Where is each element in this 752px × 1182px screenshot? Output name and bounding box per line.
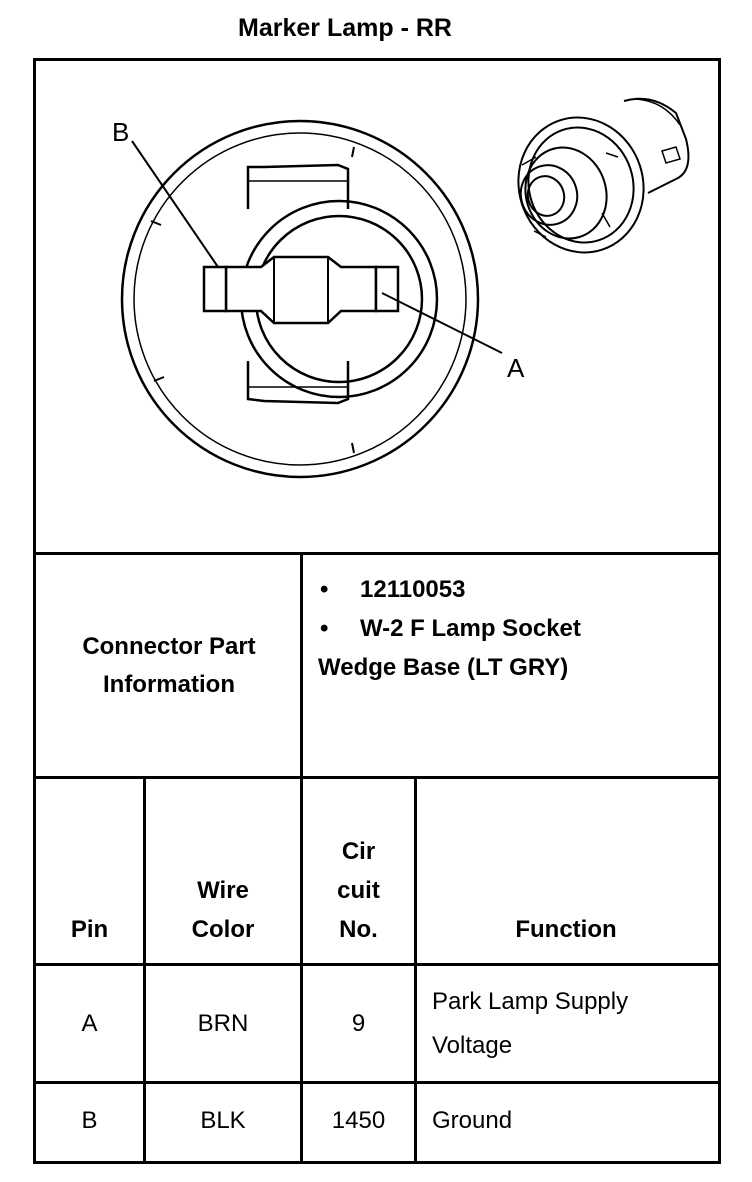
header-circuit-line2: cuit: [337, 877, 380, 904]
row-b-pin: B: [81, 1107, 98, 1134]
callout-b: B: [112, 117, 129, 147]
bottom-tab: [246, 361, 350, 405]
terminal-a: [374, 265, 400, 313]
header-pin: Pin: [70, 916, 109, 943]
divider-info-col: [300, 552, 303, 779]
header-wire-line1: Wire: [197, 877, 249, 904]
row-b-wire: BLK: [200, 1107, 246, 1134]
connector-face-diagram: B A: [112, 97, 690, 479]
header-function: Function: [515, 916, 617, 943]
terminal-b: [202, 265, 228, 313]
divider-row-a: [33, 1081, 718, 1084]
description-line1: W-2 F Lamp Socket: [360, 615, 581, 642]
wedge-opening: [224, 255, 378, 325]
divider-diagram: [33, 552, 718, 555]
header-circuit-line3: No.: [339, 916, 378, 943]
row-a-function-line2: Voltage: [432, 1032, 513, 1059]
header-wire-line2: Color: [191, 916, 255, 943]
leader-line-a: [381, 292, 503, 354]
connector-frame: [33, 58, 721, 1164]
header-wire-color: Wire Color: [146, 871, 300, 949]
divider-col-circuit: [414, 776, 417, 1161]
lamp-socket-image: [517, 97, 690, 254]
part-number-item: • 12110053: [318, 570, 713, 609]
leader-line-b: [131, 140, 219, 268]
connector-part-label-line2: Information: [102, 671, 235, 698]
divider-info: [33, 776, 718, 779]
connector-part-details: • 12110053 • W-2 F Lamp Socket Wedge Base …: [318, 570, 713, 687]
row-a-circuit: 9: [351, 1010, 366, 1037]
header-circuit-line1: Cir: [341, 838, 376, 865]
divider-header: [33, 963, 718, 966]
row-b-function: Ground: [432, 1107, 513, 1134]
page-title: Marker Lamp - RR: [238, 14, 452, 42]
header-circuit-no: Cir cuit No.: [303, 832, 414, 949]
divider-col-pin: [143, 776, 146, 1161]
description-line2: Wedge Base (LT GRY): [318, 654, 569, 681]
part-number: 12110053: [360, 576, 466, 603]
row-a-function-line1: Park Lamp Supply: [432, 988, 629, 1015]
inner-housing-ring: [133, 132, 467, 466]
connector-part-info-label: Connector Part Information: [36, 556, 302, 776]
row-a-wire: BRN: [197, 1010, 249, 1037]
row-a-function: Park Lamp Supply Voltage: [432, 980, 712, 1068]
callout-a: A: [507, 353, 525, 383]
outer-housing-ring: [120, 119, 480, 479]
bullet: •: [320, 615, 329, 642]
bullet: •: [320, 576, 329, 603]
description-item: • W-2 F Lamp Socket: [318, 609, 713, 648]
connector-part-label-line1: Connector Part: [82, 633, 256, 660]
row-b-circuit: 1450: [331, 1107, 386, 1134]
divider-col-wire: [300, 776, 303, 1161]
top-tab: [246, 163, 350, 209]
row-a-pin: A: [81, 1010, 98, 1037]
